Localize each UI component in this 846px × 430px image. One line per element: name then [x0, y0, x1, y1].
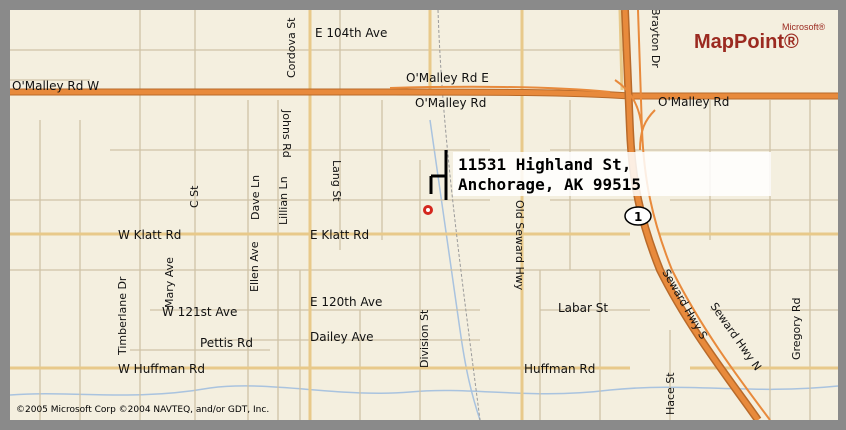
label-w-huffman: W Huffman Rd [118, 362, 205, 376]
label-gregory: Gregory Rd [790, 298, 803, 360]
route-shield-icon: 1 [624, 206, 652, 226]
omalley-highway [10, 85, 838, 100]
copyright-text: ©2005 Microsoft Corp ©2004 NAVTEQ, and/o… [16, 405, 269, 415]
street-labels: E 104th Ave O'Malley Rd W O'Malley Rd E … [12, 10, 803, 415]
label-c-st: C St [188, 185, 201, 208]
label-brayton: Brayton Dr [649, 10, 662, 68]
address-line-2: Anchorage, AK 99515 [458, 175, 641, 194]
label-e-klatt: E Klatt Rd [310, 228, 369, 242]
label-e-104th: E 104th Ave [315, 26, 387, 40]
label-pettis: Pettis Rd [200, 336, 253, 350]
map-canvas[interactable]: E 104th Ave O'Malley Rd W O'Malley Rd E … [10, 10, 838, 420]
label-e-120th: E 120th Ave [310, 295, 382, 309]
map-svg: E 104th Ave O'Malley Rd W O'Malley Rd E … [10, 10, 838, 420]
label-dave-ln: Dave Ln [249, 175, 262, 220]
label-labar: Labar St [558, 301, 608, 315]
label-johns: Johns Rd [280, 109, 293, 158]
address-callout: 11531 Highland St, Anchorage, AK 99515 [453, 152, 771, 196]
label-mary-ave: Mary Ave [163, 257, 176, 308]
label-hace: Hace St [664, 372, 677, 415]
mappoint-logo: Microsoft® MapPoint® [694, 22, 826, 53]
label-division: Division St [418, 309, 431, 368]
address-line-1: 11531 Highland St, [458, 155, 631, 174]
arterial-roads [10, 10, 838, 420]
label-omalley-w: O'Malley Rd W [12, 79, 99, 93]
label-old-seward: Old Seward Hwy [513, 200, 526, 291]
label-omalley-e: O'Malley Rd E [406, 71, 489, 85]
label-lang: Lang St [330, 160, 343, 202]
label-ellen-ave: Ellen Ave [248, 241, 261, 292]
label-huffman: Huffman Rd [524, 362, 595, 376]
label-omalley-right: O'Malley Rd [658, 95, 729, 109]
label-omalley-mid: O'Malley Rd [415, 96, 486, 110]
creeks [10, 119, 838, 420]
label-lillian-ln: Lillian Ln [277, 176, 290, 225]
label-w-klatt: W Klatt Rd [118, 228, 181, 242]
location-pin-icon[interactable] [423, 150, 448, 215]
railroad [437, 10, 481, 420]
brand-vendor: Microsoft® [782, 22, 826, 32]
label-seward-s: Seward Hwy S [659, 267, 710, 342]
brand-product: MapPoint® [694, 31, 799, 53]
label-timberlane: Timberlane Dr [116, 276, 129, 356]
label-dailey: Dailey Ave [310, 330, 374, 344]
route-shield-number: 1 [634, 210, 642, 224]
label-w-121st: W 121st Ave [162, 305, 237, 319]
label-cordova: Cordova St [285, 17, 298, 78]
